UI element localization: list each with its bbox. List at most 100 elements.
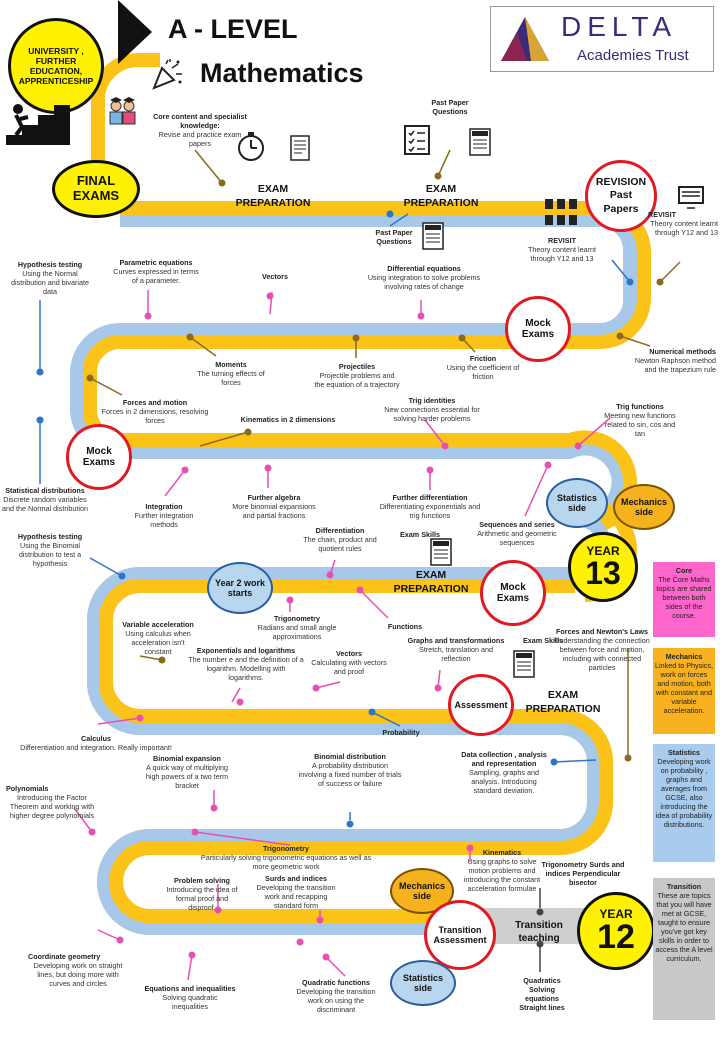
topic-exam-skills-2: Exam Skills bbox=[518, 636, 568, 645]
mechanics-side-label-1: Mechanics side bbox=[620, 497, 668, 517]
graduation-icon bbox=[104, 94, 140, 126]
key-desc: The Core Maths topics are shared between… bbox=[656, 575, 712, 620]
books-icon bbox=[543, 195, 579, 229]
topic-vectors-1: Vectors bbox=[250, 272, 300, 281]
mock-exams-circle-2: Mock Exams bbox=[66, 424, 132, 490]
topic-desc: Particularly solving trigonometric equat… bbox=[200, 853, 372, 871]
topic-title: Forces and Newton's Laws bbox=[556, 627, 648, 636]
statistics-side-circle-1: Statistics side bbox=[546, 478, 608, 528]
topic-title: Forces and motion bbox=[122, 398, 188, 407]
topic-title: Trig identities bbox=[408, 396, 456, 405]
topic-title: Sequences and series bbox=[479, 520, 555, 529]
topic-core-content: Core content and specialist knowledge:Re… bbox=[152, 112, 248, 148]
topic-title: Problem solving bbox=[174, 876, 230, 885]
topic-title: Past Paper Questions bbox=[375, 228, 413, 246]
topic-desc: The turning effects of forces bbox=[197, 369, 265, 387]
topic-title: Trigonometry bbox=[274, 614, 320, 623]
topic-desc: Using calculus when acceleration isn't c… bbox=[125, 629, 191, 656]
mechanics-side-label-2: Mechanics side bbox=[398, 881, 446, 901]
topic-title: Graphs and transformations bbox=[407, 636, 505, 645]
topic-title: Numerical methods bbox=[649, 347, 716, 356]
transition-assessment-label: Transition Assessment bbox=[433, 925, 487, 945]
topic-functions: Functions bbox=[380, 622, 430, 631]
title-line2: Mathematics bbox=[200, 58, 364, 88]
exam-paper-icon-2 bbox=[469, 128, 491, 156]
topic-desc: Introducing the idea of formal proof and… bbox=[166, 885, 238, 912]
logo-sub: Academies Trust bbox=[577, 47, 689, 64]
year2-work-starts-label: Year 2 work starts bbox=[214, 578, 266, 598]
exam-paper-icon-3 bbox=[422, 222, 446, 250]
topic-title: Variable acceleration bbox=[122, 620, 194, 629]
topic-title: Parametric equations bbox=[119, 258, 193, 267]
revisit-computer-icon bbox=[678, 186, 704, 210]
year12-number: 12 bbox=[597, 918, 635, 956]
topic-title: Data collection , analysis and represent… bbox=[461, 750, 547, 768]
topic-desc: Stretch, translation and reflection bbox=[419, 645, 493, 663]
topic-desc: Using integration to solve problems invo… bbox=[367, 273, 481, 291]
topic-desc: A probability distribution involving a f… bbox=[298, 761, 402, 788]
destination-label: UNIVERSITY , FURTHER EDUCATION, APPRENTI… bbox=[18, 45, 94, 87]
topic-desc: Further integration methods bbox=[134, 511, 194, 529]
topic-desc: Introducing the Factor Theorem and worki… bbox=[9, 793, 95, 820]
key-desc: These are topics that you will have met … bbox=[655, 891, 713, 963]
topic-desc: Discrete random variables and the Normal… bbox=[2, 495, 88, 513]
topic-trig-surds-bisector: Trigonometry Surds and indices Perpendic… bbox=[540, 860, 626, 887]
topic-desc: Using the coefficient of friction bbox=[446, 363, 520, 381]
topic-kinematics-2d: Kinematics in 2 dimensions bbox=[236, 415, 340, 424]
topic-title: Hypothesis testing bbox=[17, 532, 83, 541]
transition-assessment-circle: Transition Assessment bbox=[424, 900, 496, 970]
exam-paper-icon-5 bbox=[513, 650, 537, 678]
statistics-side-label-2: Statistics side bbox=[402, 973, 444, 993]
exam-prep-label-3: EXAM PREPARATION bbox=[393, 569, 469, 595]
topic-desc: Developing the transition work and recap… bbox=[256, 883, 336, 910]
topic-title: Kinematics bbox=[482, 848, 522, 857]
mock-exams-label-2: Mock Exams bbox=[82, 446, 116, 468]
topic-desc: Developing the transition work on using … bbox=[296, 987, 376, 1014]
topic-title: Kinematics in 2 dimensions bbox=[240, 415, 336, 424]
topic-title: Exponentials and logarithms bbox=[196, 646, 296, 655]
topic-title: REVISIT bbox=[548, 236, 576, 245]
topic-title: Hypothesis testing bbox=[17, 260, 83, 269]
topic-desc: Using graphs to solve motion problems an… bbox=[463, 857, 541, 893]
topic-title: Friction bbox=[469, 354, 497, 363]
title-line1: A - LEVEL bbox=[168, 14, 298, 44]
topic-title: REVISIT bbox=[648, 210, 676, 219]
year12-label: YEAR bbox=[599, 907, 633, 921]
final-exams-label: FINAL EXAMS bbox=[72, 173, 120, 203]
topic-desc: New connections essential for solving ha… bbox=[384, 405, 480, 423]
topic-desc: The chain, product and quotient rules bbox=[303, 535, 377, 553]
topic-title: Binomial expansion bbox=[153, 754, 221, 763]
exam-prep-label-4: EXAM PREPARATION bbox=[525, 689, 601, 715]
topic-title: Functions bbox=[387, 622, 423, 631]
topic-desc: More binomial expansions and partial fra… bbox=[232, 502, 316, 520]
